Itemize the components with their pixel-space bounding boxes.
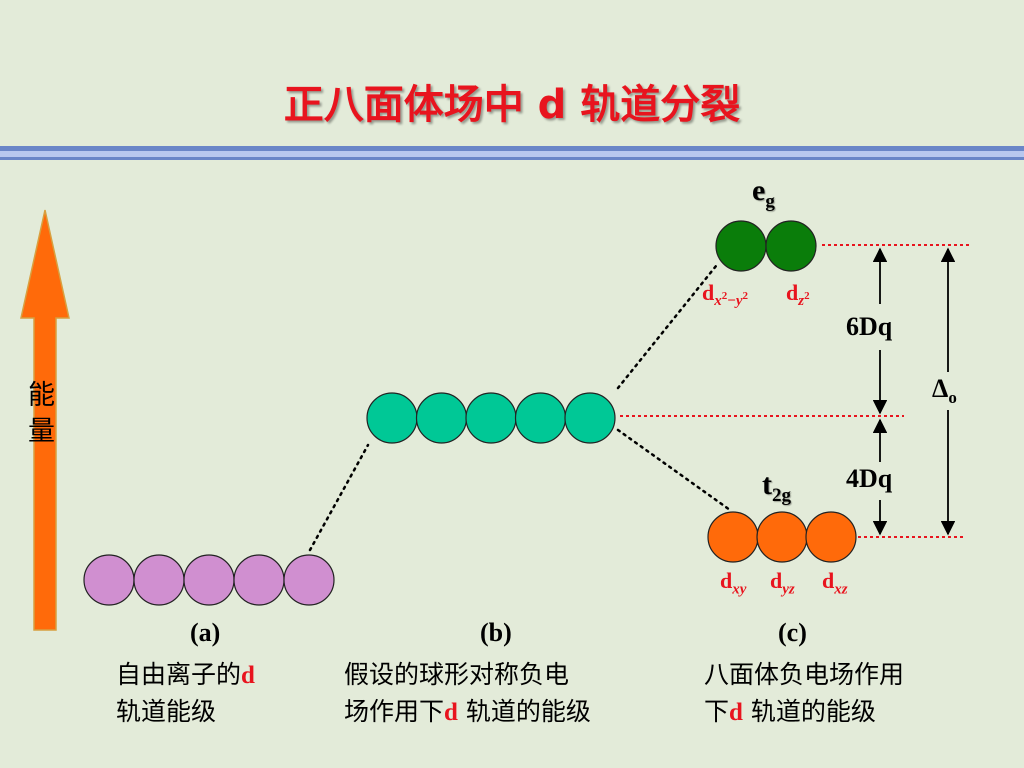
connector-a-b xyxy=(308,443,370,552)
orbital-label-dxz: dxz xyxy=(822,568,848,598)
orbital-label-dxy: dxy xyxy=(720,568,746,598)
orbital-sup2: 2 xyxy=(742,290,748,303)
orbital-label-dyz: dyz xyxy=(770,568,795,598)
level-a-label: (a) xyxy=(190,618,221,647)
orbital-sub: xy xyxy=(732,581,747,598)
splitting-6dq: 6Dq xyxy=(846,312,893,341)
level-b-desc-line1: 假设的球形对称负电 xyxy=(344,660,570,689)
desc-text: 下 xyxy=(704,697,730,726)
t2g-term-main: t xyxy=(762,468,772,501)
guide-lines xyxy=(620,244,972,538)
t2g-orbital xyxy=(805,511,857,563)
desc-text: 轨道的能级 xyxy=(742,697,876,726)
desc-d: d xyxy=(729,699,743,726)
delta-symbol: Δ xyxy=(932,374,949,403)
spherical-orbital xyxy=(415,392,468,444)
orbital-sub: xz xyxy=(834,581,848,598)
page-title: 正八面体场中 d 轨道分裂 xyxy=(283,82,741,128)
energy-label-line1: 能 xyxy=(28,380,55,411)
free-ion-orbital xyxy=(183,554,235,606)
spherical-orbital xyxy=(366,392,418,444)
spherical-orbital xyxy=(514,392,567,444)
eg-orbital xyxy=(765,220,817,272)
level-b-label: (b) xyxy=(480,618,512,647)
desc-d: d xyxy=(241,662,255,689)
orbital-sub2: y xyxy=(735,293,743,310)
connector-b-eg xyxy=(616,264,718,390)
eg-orbital xyxy=(715,220,767,272)
orbital-sub: x xyxy=(714,293,722,310)
free-ion-orbital xyxy=(233,554,285,606)
eg-term-main: e xyxy=(752,174,766,207)
connector-lines xyxy=(308,264,732,552)
desc-text: 场作用下 xyxy=(344,697,445,726)
gap-arrows xyxy=(872,247,956,536)
orbital-sub: yz xyxy=(782,581,795,598)
orbital-label-dz2: dz2 xyxy=(786,280,810,310)
level-a-desc-line1: 自由离子的d xyxy=(116,655,255,696)
level-a-desc-line2: 轨道能级 xyxy=(116,697,217,726)
header-bar-dark xyxy=(0,146,1024,151)
level-c-label: (c) xyxy=(778,618,807,647)
energy-arrow xyxy=(20,209,70,631)
header-bar-thin xyxy=(0,157,1024,160)
desc-text: 轨道的能级 xyxy=(457,697,591,726)
energy-label-line2: 量 xyxy=(28,416,55,447)
eg-term: eg xyxy=(752,174,775,213)
orbital-d: d xyxy=(702,280,715,305)
header-bar-light xyxy=(0,151,1024,157)
orbital-d: d xyxy=(770,568,783,593)
orbital-sup: 2 xyxy=(721,290,728,303)
level-c-desc-line2: 下d 轨道的能级 xyxy=(704,692,876,733)
orbital-circles xyxy=(83,220,857,606)
t2g-term-sub: 2g xyxy=(772,485,791,506)
t2g-orbital xyxy=(756,511,808,563)
spherical-orbital xyxy=(465,392,517,444)
splitting-4dq: 4Dq xyxy=(846,464,893,493)
eg-term-sub: g xyxy=(765,191,775,212)
orbital-sup: 2 xyxy=(804,290,810,303)
orbital-d: d xyxy=(822,568,835,593)
spherical-orbital xyxy=(564,392,616,444)
t2g-orbital xyxy=(707,511,759,563)
free-ion-orbital xyxy=(283,554,335,606)
desc-text: 自由离子的 xyxy=(116,660,242,689)
orbital-d: d xyxy=(720,568,733,593)
orbital-d: d xyxy=(786,280,799,305)
orbital-label-dx2y2: dx2−y2 xyxy=(702,280,748,310)
orbital-sub: z xyxy=(798,293,805,310)
orbital-minus: − xyxy=(727,293,736,310)
splitting-delta-o: Δo xyxy=(932,374,957,408)
delta-sub: o xyxy=(948,388,957,408)
level-b-desc-line2: 场作用下d 轨道的能级 xyxy=(344,692,591,733)
free-ion-orbital xyxy=(133,554,185,606)
free-ion-orbital xyxy=(83,554,135,606)
level-c-desc-line1: 八面体负电场作用 xyxy=(704,660,905,689)
connector-b-t2g xyxy=(616,428,732,512)
t2g-term: t2g xyxy=(762,468,791,507)
desc-d: d xyxy=(444,699,458,726)
